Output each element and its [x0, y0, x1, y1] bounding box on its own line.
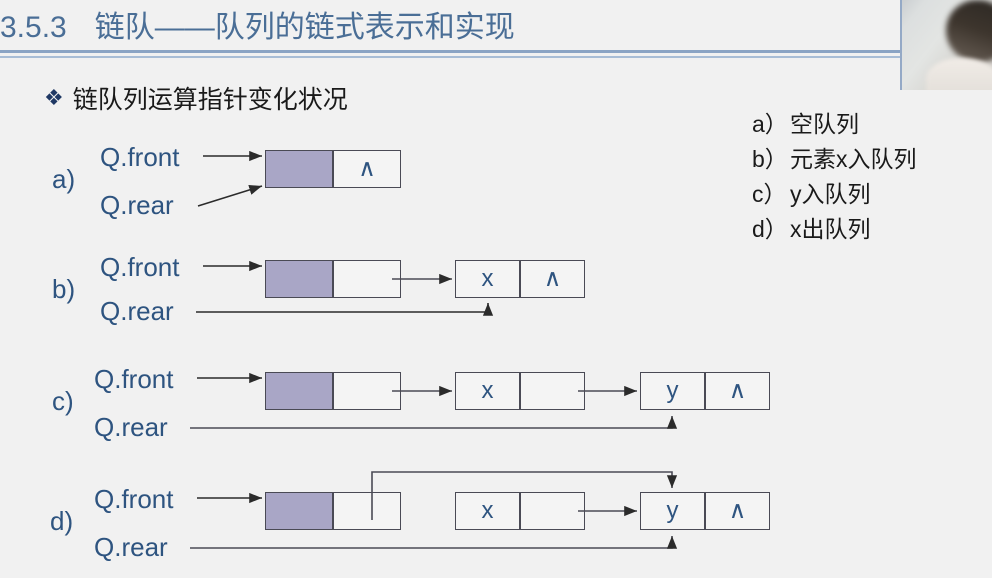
row-b-head-node — [265, 260, 401, 298]
row-a-front-label: Q.front — [100, 142, 180, 172]
row-c-head-next-cell — [333, 372, 401, 410]
legend-key-b: b） — [752, 145, 788, 172]
row-a-head-next-cell: ∧ — [333, 150, 401, 188]
row-d-head-data-cell — [265, 492, 333, 530]
legend-list: a）空队列 b）元素x入队列 c）y入队列 d）x出队列 — [752, 107, 992, 247]
diagram-row-d: d) Q.front Q.rear x y ∧ — [0, 462, 840, 578]
title-heading-text: 链队——队列的链式表示和实现 — [94, 11, 515, 44]
header-divider-thick — [0, 50, 992, 53]
diagram-row-c: c) Q.front Q.rear x y ∧ — [0, 350, 840, 460]
legend-item-a: a）空队列 — [752, 107, 992, 142]
row-b-node-x-next-cell: ∧ — [520, 260, 585, 298]
row-a-head-node: ∧ — [265, 150, 401, 188]
row-b-node-x-data-cell: x — [455, 260, 520, 298]
row-c-node-y-data-cell: y — [640, 372, 705, 410]
row-d-head-node — [265, 492, 401, 530]
title-section-number: 3.5.3 — [0, 11, 67, 44]
row-c-front-label: Q.front — [94, 364, 174, 394]
row-letter-c: c) — [52, 386, 74, 416]
legend-label-d: x出队列 — [790, 215, 871, 242]
row-c-node-y: y ∧ — [640, 372, 770, 410]
presenter-head — [946, 0, 992, 62]
legend-label-b: 元素x入队列 — [790, 145, 917, 172]
row-c-node-x-data-cell: x — [455, 372, 520, 410]
row-a-rear-label: Q.rear — [100, 190, 174, 220]
row-letter-b: b) — [52, 274, 76, 304]
row-d-rear-label: Q.rear — [94, 532, 168, 562]
subtitle-label: 链队列运算指针变化状况 — [72, 86, 348, 114]
row-a-head-data-cell — [265, 150, 333, 188]
row-b-head-next-cell — [333, 260, 401, 298]
row-b-head-data-cell — [265, 260, 333, 298]
legend-key-c: c） — [752, 180, 787, 207]
video-overlay-left-edge — [900, 0, 902, 90]
row-c-node-y-next-cell: ∧ — [705, 372, 770, 410]
row-c-node-x-next-cell — [520, 372, 585, 410]
page-title: 3.5.3 链队——队列的链式表示和实现 — [0, 2, 515, 46]
subtitle-bullet-row: ❖ 链队列运算指针变化状况 — [44, 80, 348, 116]
row-d-node-x-data-cell: x — [455, 492, 520, 530]
row-d-node-y-next-cell: ∧ — [705, 492, 770, 530]
legend-key-d: d） — [752, 215, 788, 242]
presenter-video-overlay[interactable] — [900, 0, 992, 90]
diamond-bullet-icon: ❖ — [44, 85, 64, 110]
row-d-node-x: x — [455, 492, 585, 530]
row-b-node-x: x ∧ — [455, 260, 585, 298]
row-c-head-node — [265, 372, 401, 410]
queue-diagram: a) Q.front Q.rear ∧ b) Q.front Q.rea — [0, 128, 840, 578]
row-b-rear-label: Q.rear — [100, 296, 174, 326]
legend-item-b: b）元素x入队列 — [752, 142, 992, 177]
row-c-rear-label: Q.rear — [94, 412, 168, 442]
row-c-node-x: x — [455, 372, 585, 410]
legend-label-c: y入队列 — [790, 180, 871, 207]
legend-label-a: 空队列 — [790, 111, 859, 137]
row-d-node-x-next-cell — [520, 492, 585, 530]
row-d-front-label: Q.front — [94, 484, 174, 514]
legend-item-d: d）x出队列 — [752, 212, 992, 247]
header-divider-thin — [0, 56, 992, 58]
row-d-node-y: y ∧ — [640, 492, 770, 530]
slide-header: 3.5.3 链队——队列的链式表示和实现 — [0, 0, 992, 58]
row-c-head-data-cell — [265, 372, 333, 410]
row-b-front-label: Q.front — [100, 252, 180, 282]
legend-key-a: a） — [752, 111, 788, 137]
diagram-row-a: a) Q.front Q.rear ∧ — [0, 128, 840, 228]
legend-item-c: c）y入队列 — [752, 177, 992, 212]
diagram-row-b: b) Q.front Q.rear x ∧ — [0, 238, 840, 338]
row-d-node-y-data-cell: y — [640, 492, 705, 530]
row-letter-d: d) — [50, 506, 74, 536]
presenter-shoulder — [926, 58, 992, 90]
row-d-head-next-cell — [333, 492, 401, 530]
row-letter-a: a) — [52, 164, 76, 194]
